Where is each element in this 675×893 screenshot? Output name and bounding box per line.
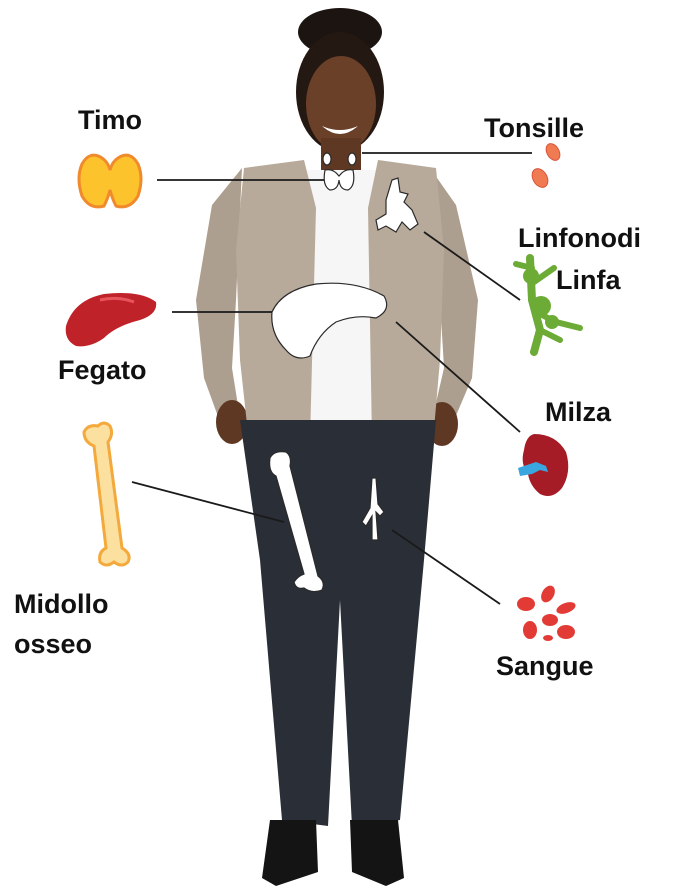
label-liver: Fegato [58,354,147,387]
label-tonsils: Tonsille [484,112,584,145]
label-bone-marrow-line1: Midollo [14,588,108,621]
tonsil-overlay-left [323,153,331,165]
label-thymus: Timo [78,104,142,137]
label-bone-marrow-line2: osseo [14,628,92,661]
person-figure [196,8,478,886]
label-lymph: Linfa [556,264,621,297]
label-spleen: Milza [545,396,611,429]
label-lymph-nodes: Linfonodi [518,222,641,255]
tonsil-overlay-right [348,153,356,165]
bone-icon [84,423,129,565]
liver-icon [66,293,156,346]
blood-cells-icon [517,583,577,641]
thymus-icon [79,155,141,207]
tonsils-icon [529,141,563,190]
label-blood: Sangue [496,650,594,683]
spleen-icon [518,434,568,496]
